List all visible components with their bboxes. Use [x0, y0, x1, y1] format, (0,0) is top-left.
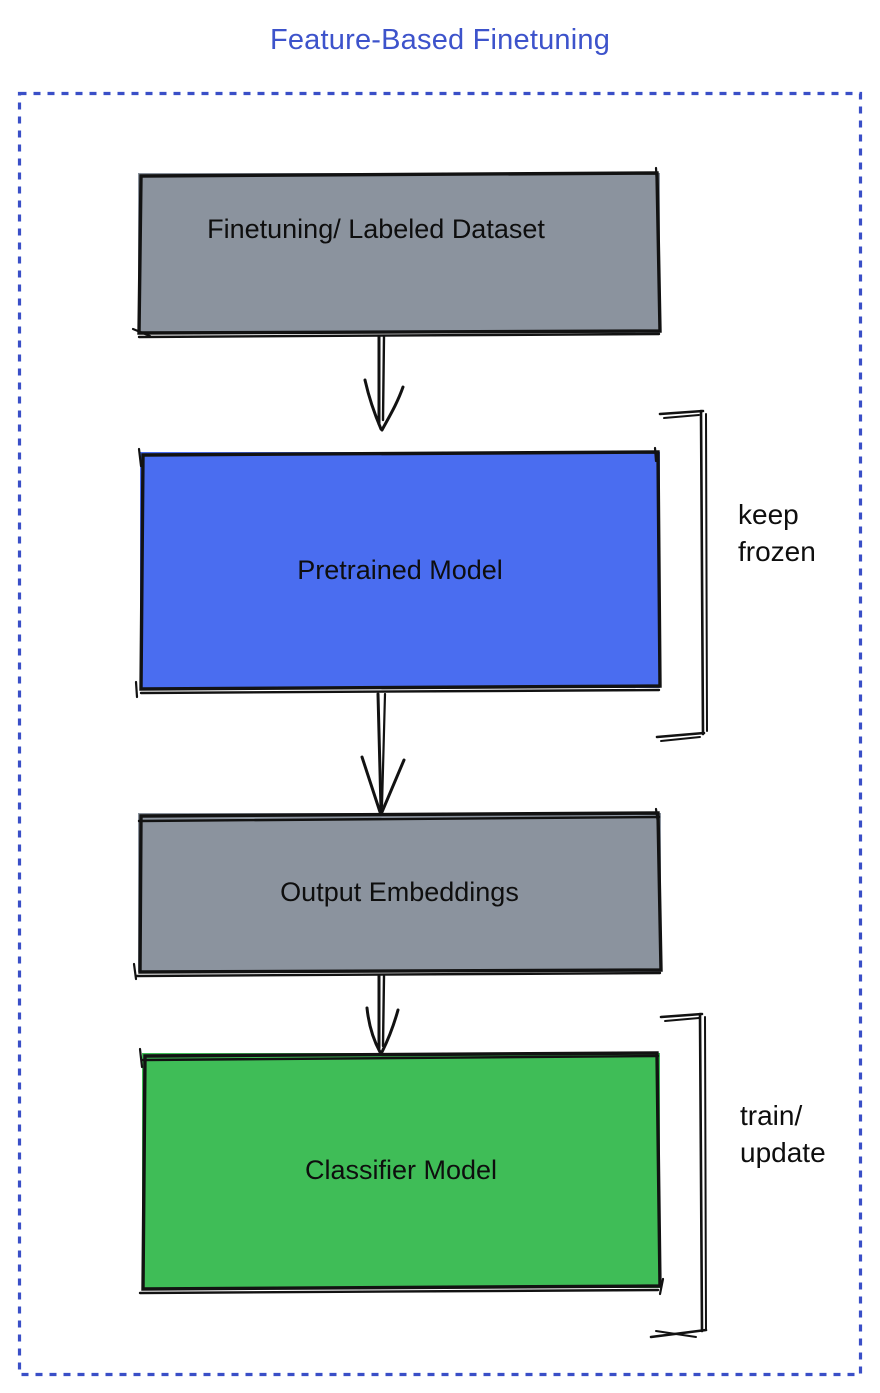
node-classifier-model: Classifier Model [142, 1053, 660, 1288]
diagram-title: Feature-Based Finetuning [269, 24, 611, 56]
node-finetuning-labeled-dataset: Finetuning/ Labeled Dataset [138, 173, 660, 333]
node-pretrained-model-label: Pretrained Model [297, 554, 503, 585]
keep-frozen-bracket [655, 409, 708, 742]
node-classifier-model-label: Classifier Model [304, 1155, 498, 1185]
keep-frozen-label: keep frozen [738, 499, 816, 567]
flow-arrow-dataset-to-pretrained [363, 334, 405, 432]
node-finetuning-labeled-dataset-label: Finetuning/ Labeled Dataset [207, 214, 545, 244]
train-update-label: train/ update [740, 1100, 826, 1168]
flow-arrow-embeddings-to-classifier [365, 974, 400, 1054]
node-output-embeddings: Output Embeddings [138, 813, 661, 972]
node-pretrained-model: Pretrained Model [140, 452, 660, 688]
flow-arrow-pretrained-to-embeddings [360, 692, 406, 814]
node-output-embeddings-label: Output Embeddings [280, 877, 519, 907]
